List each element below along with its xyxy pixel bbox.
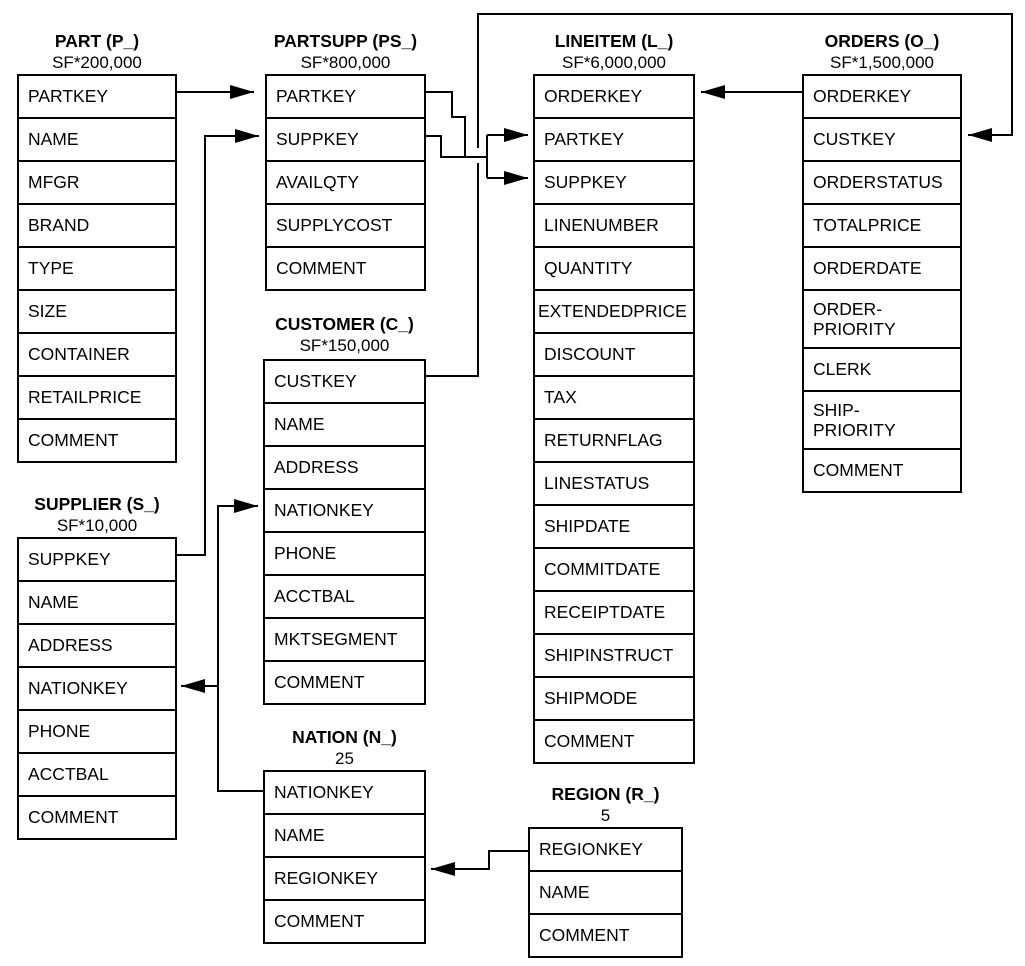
- customer-field-comment: COMMENT: [265, 660, 424, 703]
- orders-field-orderkey: ORDERKEY: [813, 86, 912, 106]
- orders-cardinality: SF*1,500,000: [830, 53, 934, 72]
- part-cardinality: SF*200,000: [52, 53, 142, 72]
- lineitem-field-shipdate: SHIPDATE: [535, 504, 693, 547]
- lineitem-field-returnflag: RETURNFLAG: [535, 418, 693, 461]
- orders-field-shippriority: SHIP- PRIORITY: [804, 390, 960, 448]
- partsupp-cardinality: SF*800,000: [300, 53, 391, 72]
- lineitem-field-suppkey: SUPPKEY: [535, 160, 693, 203]
- lineitem-field-shipmode: SHIPMODE: [535, 676, 693, 719]
- table-part: PART (P_) SF*200,000 PARTKEY NAME MFGR B…: [17, 30, 177, 463]
- supplier-field-phone: PHONE: [19, 709, 175, 752]
- orders-title: ORDERS (O_): [824, 31, 940, 51]
- region-box: REGIONKEY NAME COMMENT: [528, 827, 683, 958]
- part-field-partkey: PARTKEY: [28, 86, 109, 106]
- table-region: REGION (R_) 5 REGIONKEY NAME COMMENT: [528, 783, 683, 958]
- partsupp-field-partkey: PARTKEY: [276, 86, 357, 106]
- nation-box: NATIONKEY NAME REGIONKEY COMMENT: [263, 770, 426, 944]
- table-supplier: SUPPLIER (S_) SF*10,000 SUPPKEY NAME ADD…: [17, 493, 177, 840]
- table-nation: NATION (N_) 25 NATIONKEY NAME REGIONKEY …: [263, 726, 426, 944]
- orders-field-orderstatus: ORDERSTATUS: [804, 160, 960, 203]
- lineitem-field-commitdate: COMMITDATE: [535, 547, 693, 590]
- supplier-field-name: NAME: [19, 580, 175, 623]
- wire-partsupp-suppkey-join: [426, 135, 465, 158]
- supplier-field-acctbal: ACCTBAL: [19, 752, 175, 795]
- customer-field-mktsegment: MKTSEGMENT: [265, 617, 424, 660]
- part-field-container: CONTAINER: [19, 332, 175, 375]
- supplier-field-comment: COMMENT: [19, 795, 175, 838]
- lineitem-field-quantity: QUANTITY: [535, 246, 693, 289]
- orders-field-clerk: CLERK: [804, 347, 960, 390]
- lineitem-field-discount: DISCOUNT: [535, 332, 693, 375]
- nation-cardinality: 25: [335, 749, 354, 768]
- nation-field-comment: COMMENT: [265, 899, 424, 942]
- customer-field-acctbal: ACCTBAL: [265, 574, 424, 617]
- table-lineitem: LINEITEM (L_) SF*6,000,000 ORDERKEY PART…: [533, 30, 695, 764]
- orders-field-orderdate: ORDERDATE: [804, 246, 960, 289]
- region-cardinality: 5: [600, 806, 611, 825]
- part-field-size: SIZE: [19, 289, 175, 332]
- part-field-brand: BRAND: [19, 203, 175, 246]
- lineitem-field-partkey: PARTKEY: [535, 117, 693, 160]
- wire-partsupp-partkey-join: [426, 91, 487, 158]
- lineitem-field-shipinstruct: SHIPINSTRUCT: [535, 633, 693, 676]
- arrow-supplier-suppkey-to-partsupp-suppkey: [177, 129, 259, 556]
- partsupp-box: PARTKEY SUPPKEY AVAILQTY SUPPLYCOST COMM…: [265, 74, 426, 291]
- part-field-type: TYPE: [19, 246, 175, 289]
- lineitem-box: ORDERKEY PARTKEY SUPPKEY LINENUMBER QUAN…: [533, 74, 695, 764]
- table-customer: CUSTOMER (C_) SF*150,000 CUSTKEY NAME AD…: [263, 313, 426, 705]
- customer-box: CUSTKEY NAME ADDRESS NATIONKEY PHONE ACC…: [263, 359, 426, 705]
- arrow-region-regionkey-to-nation-regionkey: [431, 850, 528, 876]
- part-field-comment: COMMENT: [19, 418, 175, 461]
- lineitem-field-linenumber: LINENUMBER: [535, 203, 693, 246]
- lineitem-title: LINEITEM (L_): [554, 31, 674, 51]
- customer-title: CUSTOMER (C_): [275, 314, 414, 334]
- supplier-title: SUPPLIER (S_): [34, 494, 160, 514]
- nation-field-name: NAME: [265, 813, 424, 856]
- customer-field-nationkey: NATIONKEY: [265, 488, 424, 531]
- customer-field-address: ADDRESS: [265, 445, 424, 488]
- lineitem-cardinality: SF*6,000,000: [562, 53, 666, 72]
- partsupp-title: PARTSUPP (PS_): [273, 31, 418, 51]
- lineitem-field-comment: COMMENT: [535, 719, 693, 762]
- region-title: REGION (R_): [551, 784, 660, 804]
- part-field-retailprice: RETAILPRICE: [19, 375, 175, 418]
- nation-field-nationkey: NATIONKEY: [274, 782, 374, 802]
- nation-field-regionkey: REGIONKEY: [265, 856, 424, 899]
- supplier-field-suppkey: SUPPKEY: [28, 549, 111, 569]
- part-field-mfgr: MFGR: [19, 160, 175, 203]
- lineitem-field-extendedprice: EXTENDEDPRICE: [535, 289, 693, 332]
- lineitem-field-receiptdate: RECEIPTDATE: [535, 590, 693, 633]
- part-title: PART (P_): [54, 31, 140, 51]
- lineitem-field-tax: TAX: [535, 375, 693, 418]
- table-orders: ORDERS (O_) SF*1,500,000 ORDERKEY CUSTKE…: [802, 30, 962, 493]
- region-field-comment: COMMENT: [530, 913, 681, 956]
- part-box: PARTKEY NAME MFGR BRAND TYPE SIZE CONTAI…: [17, 74, 177, 463]
- supplier-field-nationkey: NATIONKEY: [19, 666, 175, 709]
- supplier-field-address: ADDRESS: [19, 623, 175, 666]
- customer-field-name: NAME: [265, 402, 424, 445]
- customer-field-phone: PHONE: [265, 531, 424, 574]
- table-partsupp: PARTSUPP (PS_) SF*800,000 PARTKEY SUPPKE…: [265, 30, 426, 291]
- supplier-box: SUPPKEY NAME ADDRESS NATIONKEY PHONE ACC…: [17, 537, 177, 840]
- customer-cardinality: SF*150,000: [299, 336, 390, 355]
- supplier-cardinality: SF*10,000: [56, 516, 138, 535]
- orders-field-orderpriority: ORDER- PRIORITY: [804, 289, 960, 347]
- customer-field-custkey: CUSTKEY: [274, 371, 357, 391]
- arrow-nation-nationkey-to-customer-nationkey: [217, 499, 263, 792]
- nation-title: NATION (N_): [292, 727, 397, 747]
- partsupp-field-availqty: AVAILQTY: [267, 160, 424, 203]
- region-field-name: NAME: [530, 870, 681, 913]
- orders-field-custkey: CUSTKEY: [804, 117, 960, 160]
- partsupp-field-supplycost: SUPPLYCOST: [267, 203, 424, 246]
- lineitem-field-linestatus: LINESTATUS: [535, 461, 693, 504]
- wire-customer-custkey-up: [426, 163, 479, 377]
- partsupp-field-suppkey: SUPPKEY: [267, 117, 424, 160]
- orders-field-comment: COMMENT: [804, 448, 960, 491]
- orders-box: ORDERKEY CUSTKEY ORDERSTATUS TOTALPRICE …: [802, 74, 962, 493]
- part-field-name: NAME: [19, 117, 175, 160]
- lineitem-field-orderkey: ORDERKEY: [544, 86, 643, 106]
- partsupp-field-comment: COMMENT: [267, 246, 424, 289]
- region-field-regionkey: REGIONKEY: [539, 839, 644, 859]
- orders-field-totalprice: TOTALPRICE: [804, 203, 960, 246]
